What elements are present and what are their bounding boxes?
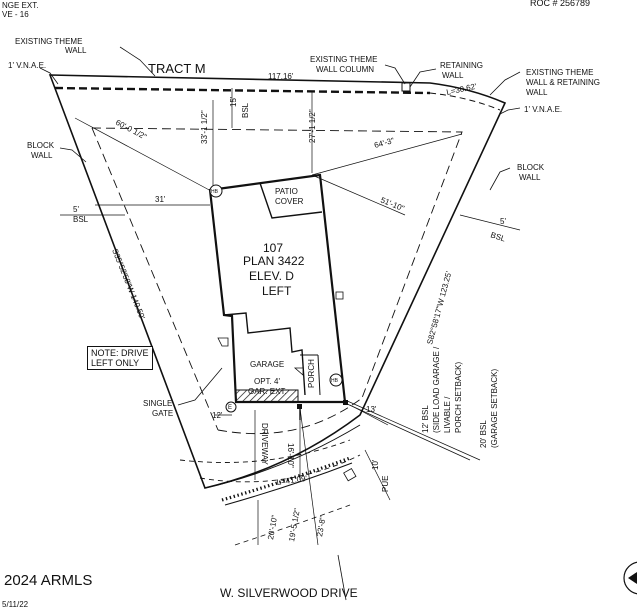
dim-left-5-bsl: BSL <box>73 215 89 224</box>
tract-label: TRACT M <box>148 61 206 76</box>
pue-label: PUE <box>381 476 390 492</box>
theme-wall-line <box>54 82 501 111</box>
garage-extension-hatch <box>235 389 299 403</box>
dim-20: 20'-10" <box>266 514 279 540</box>
door-swing-icon <box>293 367 304 376</box>
hose-bib-markers <box>209 184 348 413</box>
house-footprint <box>208 173 347 404</box>
retaining-wall-label-1: RETAINING <box>440 61 483 70</box>
elevation-label: ELEV. D <box>249 269 294 283</box>
drive-note-line-1: NOTE: DRIVE <box>91 348 149 358</box>
plan-label: PLAN 3422 <box>243 254 305 268</box>
dim-23: 23'-8" <box>315 516 327 538</box>
drive-note-box: NOTE: DRIVE LEFT ONLY <box>87 346 153 370</box>
left-bearing: S35°52'58"W 140.50' <box>110 247 147 321</box>
dim-60: 60'-0 1/2" <box>114 118 148 142</box>
orientation-label: LEFT <box>262 284 292 298</box>
dim-12: 12' <box>212 411 223 420</box>
dim-top-line: 117.16' <box>268 72 294 81</box>
corner-marker <box>297 404 302 409</box>
setback-garage-1: 20' BSL <box>479 420 488 448</box>
curb-arcs <box>204 402 471 546</box>
hose-bib-icon <box>209 184 223 198</box>
dim-arc-top: L=30.62' <box>446 82 478 97</box>
setback-side-2: (SIDE LOAD GARAGE / <box>432 346 441 433</box>
street-leader <box>337 554 347 601</box>
wall-column-label-1: EXISTING THEME <box>310 55 377 64</box>
dim-15-bsl: BSL <box>241 102 250 118</box>
setback-side-3: LIVABLE / <box>443 396 452 433</box>
dimension-labels: 117.16' L=30.62' 60'-0 1/2" 33'-1 1/2" 1… <box>73 72 507 542</box>
single-gate-label-1: SINGLE <box>143 399 172 408</box>
theme-retaining-label-1: EXISTING THEME <box>526 68 593 77</box>
right-bearing: S82°58'17"W 123.25' <box>425 270 453 346</box>
dim-15: 15' <box>229 96 238 107</box>
garage-label: GARAGE <box>250 360 284 369</box>
patio-label-2: COVER <box>275 197 304 206</box>
retaining-wall-label-2: WALL <box>442 71 464 80</box>
theme-retaining-label-3: WALL <box>526 88 548 97</box>
vnae-right-label: 1' V.N.A.E. <box>524 105 562 114</box>
door-swing-icon <box>217 337 229 347</box>
roc-number: ROC # 256789 <box>530 0 590 8</box>
hb-label-2: HB <box>331 378 339 384</box>
callout-leaders <box>39 46 521 406</box>
dim-16: 16'-10" <box>286 443 295 468</box>
dim-33: 33'-1 1/2" <box>200 110 209 144</box>
utility-box <box>343 467 357 482</box>
existing-theme-wall-label-2: WALL <box>65 46 87 55</box>
lot-boundary <box>48 74 507 489</box>
driveway-label: DRIVEWAY <box>260 423 269 465</box>
e-label: E <box>228 405 232 411</box>
dimension-lines <box>60 88 521 546</box>
setback-lines <box>91 127 463 483</box>
house-labels: 107 PLAN 3422 ELEV. D LEFT PATIO COVER G… <box>211 187 339 411</box>
dim-right-5-bsl: BSL <box>489 230 507 243</box>
vnae-left-label: 1' V.N.A.E. <box>8 61 46 70</box>
block-wall-right-label-2: WALL <box>519 173 541 182</box>
electric-meter-icon <box>225 401 237 413</box>
block-wall-left-label-2: WALL <box>31 151 53 160</box>
dim-arc-bottom: L=41.09' <box>276 474 308 487</box>
dim-27: 27'-1 1/2" <box>308 109 317 143</box>
north-arrow-icon <box>623 561 637 595</box>
existing-theme-wall-label-1: EXISTING THEME <box>15 37 82 46</box>
dim-19: 19'-5 1/2" <box>287 507 302 542</box>
theme-retaining-label-2: WALL & RETAINING <box>526 78 600 87</box>
block-wall-left-label-1: BLOCK <box>27 141 55 150</box>
ac-pad-icon <box>335 291 344 300</box>
street-name: W. SILVERWOOD DRIVE <box>220 586 358 600</box>
drive-note-line-2: LEFT ONLY <box>91 358 140 368</box>
hose-bib-icon <box>329 373 343 387</box>
opt-label-2: GAR. EXT. <box>248 387 287 396</box>
dim-13: 13' <box>366 405 377 414</box>
dim-left-5: 5' <box>73 205 79 214</box>
corner-marker <box>343 400 348 405</box>
footer-date: 5/11/22 <box>2 600 29 608</box>
wall-column-marker <box>401 82 411 92</box>
header-text-2: VE - 16 <box>2 10 29 19</box>
dim-51: 51'-10" <box>379 196 406 214</box>
header-text-1: NGE EXT. <box>2 1 38 10</box>
dim-10: 10' <box>371 459 380 470</box>
single-gate-label-2: GATE <box>152 409 173 418</box>
patio-label-1: PATIO <box>275 187 298 196</box>
dim-31: 31' <box>155 195 166 204</box>
setback-side-1: 12' BSL <box>421 405 430 433</box>
copyright-label: 2024 ARMLS <box>4 572 92 589</box>
dim-64: 64'-3" <box>373 136 395 150</box>
opt-label-1: OPT. 4' <box>254 377 280 386</box>
hb-label-1: HB <box>211 189 219 195</box>
setback-garage-2: (GARAGE SETBACK) <box>490 369 499 448</box>
block-wall-right-label-1: BLOCK <box>517 163 545 172</box>
callout-labels: EXISTING THEME WALL 1' V.N.A.E. EXISTING… <box>8 37 600 418</box>
setback-side-4: PORCH SETBACK) <box>454 362 463 433</box>
lot-number: 107 <box>263 241 283 255</box>
setback-notes: 12' BSL (SIDE LOAD GARAGE / LIVABLE / PO… <box>421 346 499 448</box>
dim-right-5: 5' <box>500 217 506 226</box>
porch-label: PORCH <box>307 359 316 388</box>
wall-column-label-2: WALL COLUMN <box>316 65 374 74</box>
